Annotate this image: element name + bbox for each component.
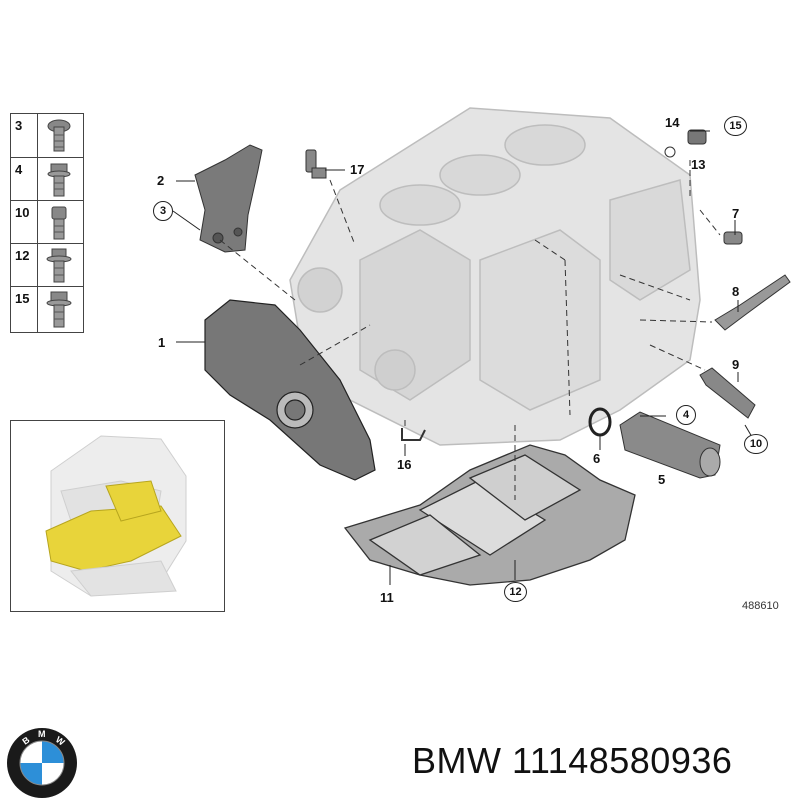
diagram-id: 488610: [742, 600, 779, 612]
sensor-17: [305, 149, 327, 179]
hex-flange-bolt-icon: [46, 291, 72, 328]
leader-lines: [172, 130, 753, 585]
fastener-legend: 3 4 10 12 15: [10, 113, 84, 333]
callout-11: 11: [380, 590, 394, 605]
callout-1: 1: [158, 335, 166, 350]
callout-8: 8: [732, 284, 740, 299]
svg-text:B: B: [20, 734, 31, 746]
callout-7: 7: [732, 206, 740, 221]
callout-17: 17: [350, 162, 365, 177]
pipe-8: [714, 274, 791, 331]
callout-5: 5: [658, 472, 666, 487]
oil-cooler-pipe: [619, 411, 721, 479]
legend-label: 15: [15, 291, 30, 306]
callout-13: 13: [691, 157, 706, 172]
brand-name: BMW: [412, 740, 502, 781]
legend-row: 10: [11, 200, 83, 243]
sensor-7: [723, 231, 743, 245]
callout-2: 2: [157, 173, 165, 188]
oil-pan-baffle: [343, 444, 636, 586]
legend-label: 4: [15, 162, 23, 177]
engine-overview-illustration: [45, 435, 187, 597]
legend-row: 4: [11, 157, 83, 200]
callout-14: 14: [665, 115, 680, 130]
legend-label: 3: [15, 118, 23, 133]
callout-4: 4: [676, 405, 696, 425]
sensor-13: [664, 129, 707, 158]
legend-row: 15: [11, 286, 83, 329]
callout-9: 9: [732, 357, 740, 372]
socket-bolt-icon: [51, 206, 67, 240]
legend-label: 10: [15, 205, 30, 220]
legend-row: 3: [11, 114, 83, 157]
flange-bolt-icon: [46, 248, 72, 283]
callout-12: 12: [504, 582, 527, 602]
callout-3: 3: [153, 201, 173, 221]
mounting-bracket: [194, 144, 263, 253]
sensor-9: [699, 367, 756, 419]
part-number-caption: BMW 11148580936: [412, 740, 732, 782]
engine-block: [289, 107, 701, 446]
svg-text:M: M: [38, 729, 46, 739]
timing-cover: [204, 299, 376, 481]
callout-10: 10: [744, 434, 768, 454]
engine-overview-inset: [10, 420, 225, 612]
clip-16: [401, 428, 426, 441]
engine-block-exploded-view: [172, 107, 791, 586]
legend-divider: [37, 114, 38, 332]
part-number: 11148580936: [512, 740, 733, 781]
torx-bolt-icon: [47, 119, 71, 152]
callout-6: 6: [593, 451, 601, 466]
callout-15: 15: [724, 116, 747, 136]
hex-bolt-icon: [47, 163, 71, 197]
callout-16: 16: [397, 457, 412, 472]
dashed-leader-lines: [219, 160, 721, 500]
legend-row: 12: [11, 243, 83, 286]
legend-label: 12: [15, 248, 30, 263]
bmw-roundel-icon: B M W: [7, 728, 77, 798]
